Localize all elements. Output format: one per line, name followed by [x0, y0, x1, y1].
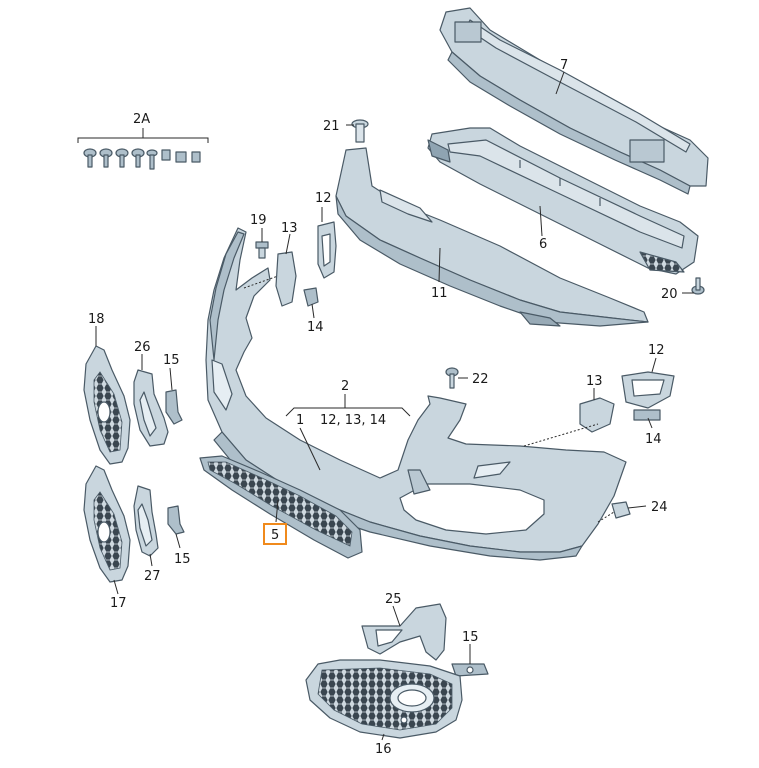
- part-12-mounting-frame-left[interactable]: [317, 221, 337, 279]
- label-12-right: 12: [648, 343, 665, 358]
- label-13-right: 13: [586, 374, 603, 389]
- label-15-upper: 15: [163, 353, 180, 368]
- label-24: 24: [651, 500, 668, 515]
- label-11: 11: [431, 286, 448, 301]
- part-6-undertray[interactable]: [427, 127, 699, 275]
- part-15-bracket-b[interactable]: [167, 505, 185, 535]
- part-5-highlight-box: [263, 523, 287, 545]
- part-7-bumper-reinforcement[interactable]: [439, 7, 709, 195]
- label-18: 18: [88, 312, 105, 327]
- label-14-left: 14: [307, 320, 324, 335]
- label-1: 1: [296, 413, 304, 428]
- part-25-fog-light-trim[interactable]: [361, 603, 447, 661]
- part-20-screw[interactable]: [691, 277, 705, 295]
- part-22-screw[interactable]: [445, 367, 459, 389]
- label-17: 17: [110, 596, 127, 611]
- label-14-right: 14: [645, 432, 662, 447]
- part-15-bracket-a[interactable]: [165, 389, 183, 425]
- label-5: 5: [271, 528, 279, 543]
- callout-labels: 2A 7 21 12 19 13 14 11 6 20 18 26 15 2 1…: [88, 58, 678, 757]
- label-27: 27: [144, 569, 161, 584]
- part-5-lower-grille[interactable]: [199, 455, 363, 559]
- label-2A: 2A: [133, 112, 150, 127]
- part-18-side-grille-upper[interactable]: [83, 345, 131, 465]
- label-7: 7: [560, 58, 568, 73]
- label-6: 6: [539, 237, 547, 252]
- part-2A-fastener-set[interactable]: [83, 148, 201, 170]
- label-20: 20: [661, 287, 678, 302]
- part-14-bracket-left[interactable]: [303, 287, 319, 307]
- part-19-screw[interactable]: [255, 241, 269, 259]
- part-26-trim-frame[interactable]: [133, 369, 169, 447]
- label-22: 22: [472, 372, 489, 387]
- label-12-left: 12: [315, 191, 332, 206]
- part-15-bracket-c[interactable]: [451, 663, 489, 677]
- part-12-mounting-frame-right[interactable]: [621, 371, 675, 409]
- part-27-trim-frame[interactable]: [133, 485, 159, 557]
- label-12-13-14: 12, 13, 14: [320, 413, 386, 428]
- label-25: 25: [385, 592, 402, 607]
- label-16: 16: [375, 742, 392, 757]
- label-15-lower: 15: [174, 552, 191, 567]
- label-15-fog: 15: [462, 630, 479, 645]
- part-17-side-grille-lower[interactable]: [83, 465, 131, 583]
- label-2: 2: [341, 379, 349, 394]
- part-24-clip[interactable]: [611, 501, 631, 519]
- part-13-cover-cap-left[interactable]: [275, 251, 297, 307]
- label-13-left: 13: [281, 221, 298, 236]
- label-19: 19: [250, 213, 267, 228]
- part-16-fog-light-grille[interactable]: [305, 659, 463, 739]
- label-21: 21: [323, 119, 340, 134]
- part-21-clip[interactable]: [351, 119, 369, 143]
- part-13-cover-cap-right[interactable]: [579, 397, 615, 433]
- part-14-bracket-right[interactable]: [633, 409, 661, 421]
- leader-lines: [77, 71, 694, 741]
- part-11-bumper-bracket[interactable]: [335, 147, 649, 327]
- label-26: 26: [134, 340, 151, 355]
